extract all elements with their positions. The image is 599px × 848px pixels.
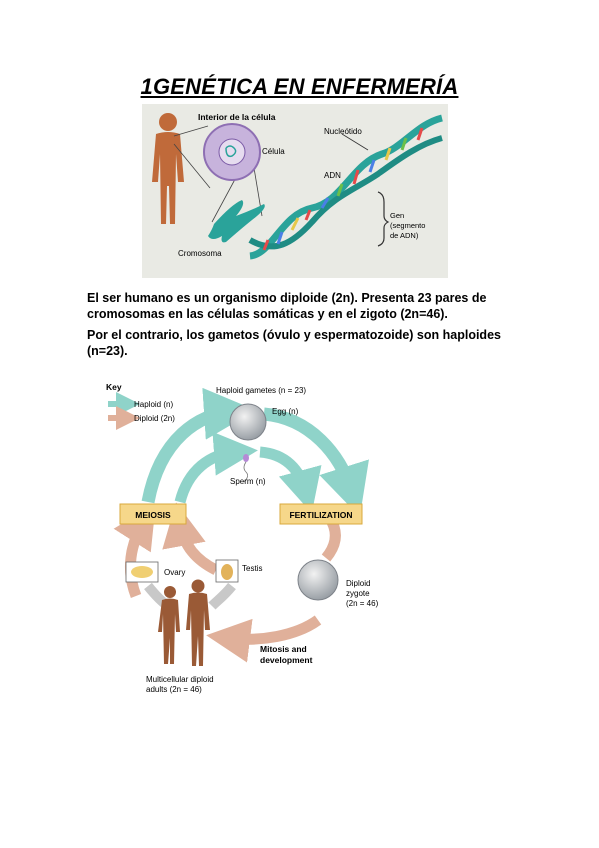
fertilization-box: [279, 503, 363, 525]
ovary-label: Ovary: [164, 568, 185, 577]
zygote-label-3: (2n = 46): [346, 599, 379, 608]
life-cycle-diagram: Key Haploid (n) Diploid (2n) Haploid gam…: [100, 374, 480, 714]
zygote-label-1: Diploid: [346, 579, 370, 588]
meiosis-label: MEIOSIS: [135, 510, 171, 520]
mitosis-label-1: Mitosis and: [260, 644, 307, 654]
adult-arrow-right: [208, 582, 236, 610]
label-nucleotide: Nucleótido: [324, 127, 362, 136]
label-dna: ADN: [324, 171, 341, 180]
diploid-arrow-fert-zygote: [321, 519, 341, 562]
testis-icon: [221, 564, 233, 580]
page-title: 1GENÉTICA EN ENFERMERÍA: [140, 74, 459, 99]
label-chromosome: Cromosoma: [178, 249, 222, 258]
key-title: Key: [106, 382, 122, 392]
adults-label-2: adults (2n = 46): [146, 685, 202, 694]
testis-label: Testis: [242, 564, 262, 573]
haploid-arrow-inner-right: [259, 446, 322, 514]
zygote-icon: [297, 559, 339, 601]
label-cell-interior: Interior de la célula: [198, 112, 276, 122]
dna-helix-icon: [248, 114, 444, 260]
key-haploid-label: Haploid (n): [134, 400, 173, 409]
adults-label-1: Multicellular diploid: [146, 675, 214, 684]
haploid-arrow-outer-right: [263, 407, 369, 517]
diploid-arrow-testis-meiosis: [162, 502, 219, 575]
haploid-gametes-label: Haploid gametes (n = 23): [216, 386, 306, 395]
diploid-arrow-ovary-meiosis: [113, 503, 156, 598]
life-cycle-svg: Key Haploid (n) Diploid (2n) Haploid gam…: [106, 382, 379, 694]
human-adults-icon: [158, 579, 210, 666]
zygote-label-2: zygote: [346, 589, 370, 598]
egg-label: Egg (n): [272, 407, 299, 416]
cell-icon: [203, 123, 261, 181]
mitosis-label-2: development: [260, 655, 313, 665]
haploid-arrow-outer-left: [141, 387, 256, 504]
ovary-icon: [131, 566, 153, 578]
human-body-icon: [152, 113, 184, 224]
chromosome-icon: [208, 200, 265, 243]
label-gene-segment: (segmento: [390, 221, 425, 230]
gene-bracket: [377, 191, 390, 247]
fertilization-label: FERTILIZATION: [289, 510, 352, 520]
key-diploid-label: Diploid (2n): [134, 414, 175, 423]
diploid-arrow-mitosis: [206, 615, 322, 663]
haploid-arrow-inner-left: [174, 431, 258, 504]
sperm-label: Sperm (n): [230, 477, 266, 486]
label-gene-dna: de ADN): [390, 231, 419, 240]
meiosis-box: [119, 503, 187, 525]
dna-illustration-svg: Interior de la célula Célula Nucleótido …: [152, 112, 444, 260]
egg-icon: [229, 403, 267, 441]
dna-illustration: Interior de la célula Célula Nucleótido …: [142, 104, 448, 278]
paragraph-haploid: Por el contrario, los gametos (óvulo y e…: [87, 328, 501, 358]
paragraph-diploid: El ser humano es un organismo diploide (…: [87, 291, 487, 321]
label-cell: Célula: [262, 147, 285, 156]
label-gene: Gen: [390, 211, 404, 220]
sperm-icon: [243, 454, 249, 483]
